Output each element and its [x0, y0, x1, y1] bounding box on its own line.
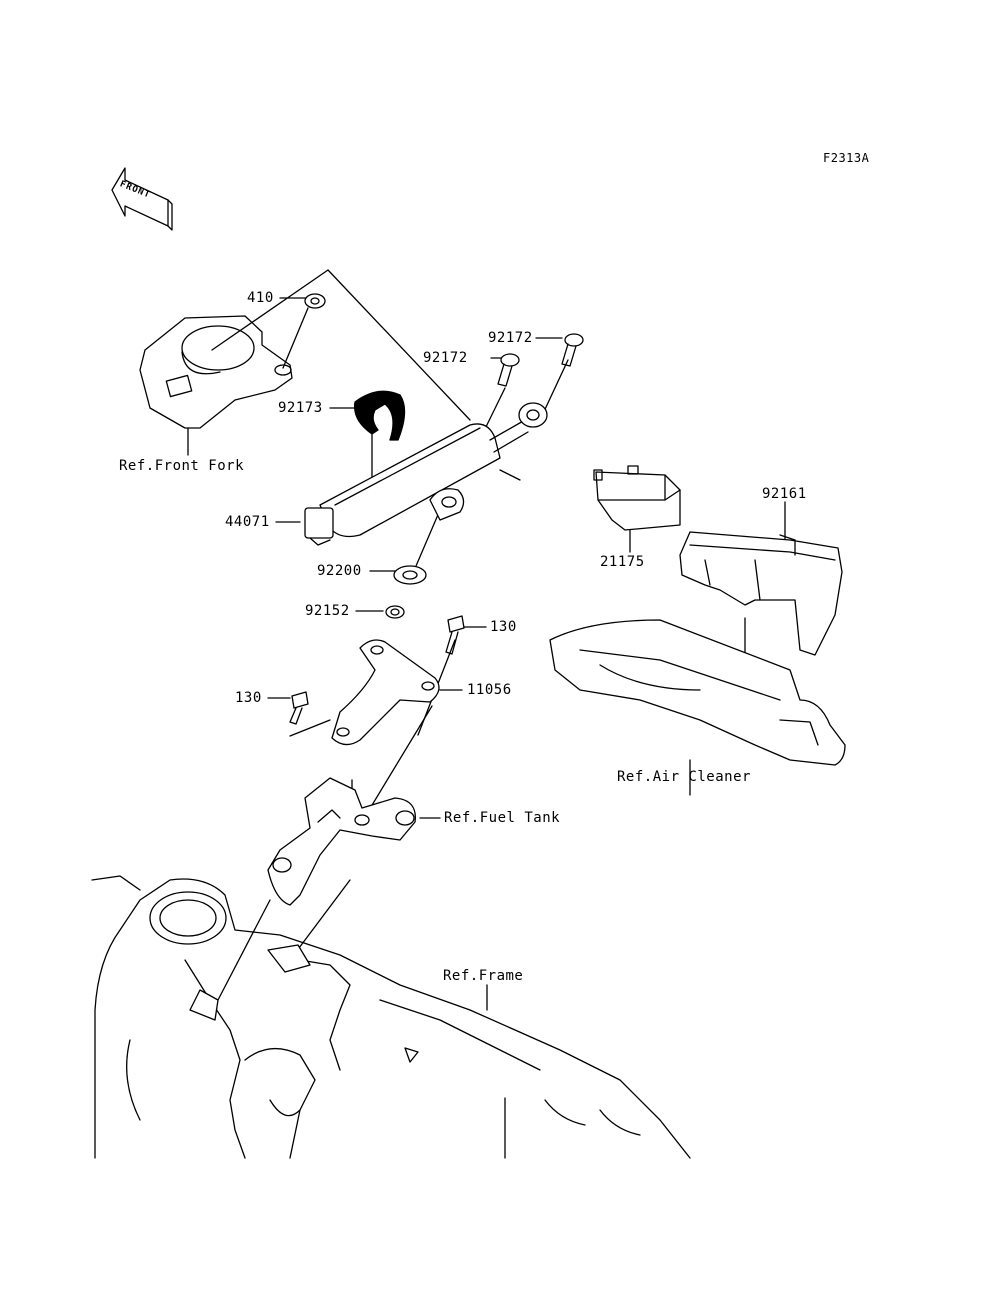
cover-92161-part [679, 531, 843, 656]
part-number-92152: 92152 [305, 603, 350, 619]
part-number-92172-b: 92172 [423, 350, 468, 366]
front-fork-clamp-part [139, 315, 293, 456]
figure-code: F2313A [823, 151, 870, 165]
bolt-130-part [289, 615, 465, 725]
ref-frame: Ref.Frame [443, 968, 524, 984]
steering-damper-44071-part [304, 402, 548, 546]
bracket-11056-part [331, 639, 440, 746]
frame-part [91, 875, 691, 1159]
part-number-92200: 92200 [317, 563, 362, 579]
part-number-92173: 92173 [278, 400, 323, 416]
part-number-92172-a: 92172 [488, 330, 533, 346]
front-arrow-icon [111, 167, 173, 231]
part-number-130-b: 130 [235, 690, 262, 706]
air-cleaner-part [549, 619, 846, 766]
part-number-44071: 44071 [225, 514, 270, 530]
part-number-92161: 92161 [762, 486, 807, 502]
ref-air-cleaner: Ref.Air Cleaner [617, 769, 751, 785]
ref-front-fork: Ref.Front Fork [119, 458, 245, 474]
clip-92173-part [353, 390, 406, 441]
washer-410-part [304, 293, 326, 309]
ref-fuel-tank: Ref.Fuel Tank [444, 810, 561, 826]
ecu-21175-part [593, 465, 681, 531]
part-number-11056: 11056 [467, 682, 512, 698]
fuel-tank-bracket-part [267, 777, 416, 906]
washer-92200-part [393, 565, 427, 585]
bolt-92172-part [497, 333, 584, 387]
part-number-410: 410 [247, 290, 274, 306]
part-number-21175: 21175 [600, 554, 645, 570]
washer-92152-part [385, 605, 405, 619]
part-number-130-a: 130 [490, 619, 517, 635]
